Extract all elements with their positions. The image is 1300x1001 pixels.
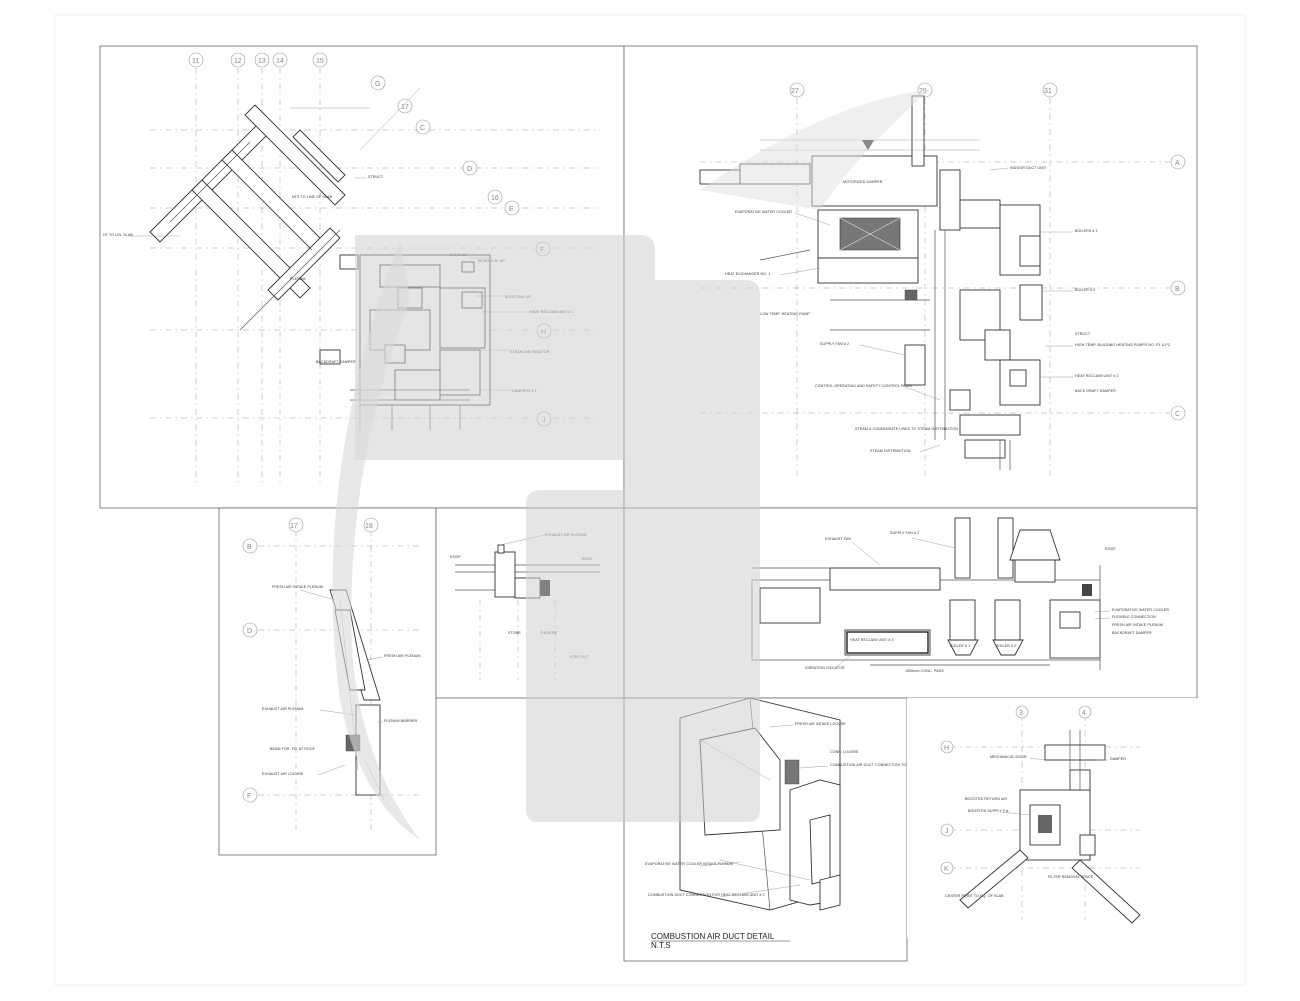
grid-bubble-14: 14 <box>276 58 284 65</box>
note-heat-exchanger-1: HEAT EXCHANGER NO. 1 <box>725 272 770 276</box>
note-mechanical-door: MECHANICAL DOOR <box>990 755 1027 759</box>
grid-bubble-11: 11 <box>192 58 199 65</box>
note-conn-louvre: CONN. LOUVRE <box>830 750 859 754</box>
note-steam-distribution: STEAM DISTRIBUTION <box>870 449 911 453</box>
detail-subtitle: N.T.S <box>651 941 671 950</box>
note-low-temp-pump: LOW TEMP. HEATING PUMP <box>760 312 810 316</box>
note-supply-fan-2-section: SUPPLY FAN # 2 <box>890 531 919 535</box>
note-motorized-damper: MOTORIZED DAMPER <box>843 180 883 184</box>
grid-bubble-27: 27 <box>791 88 799 95</box>
note-combustion-connection: COMBUSTION DUCT CONNECTION FOR HEAT RECL… <box>648 893 765 897</box>
detail-title: COMBUSTION AIR DUCT DETAIL <box>651 932 775 941</box>
note-combustion-duct-louvre: COMBUSTION AIR DUCT CONNECTION TO LOUVRE <box>830 763 923 767</box>
note-struct: STRUCT. <box>368 175 384 179</box>
note-back-draft-damper: BACK DRAFT DAMPER <box>1075 389 1116 393</box>
logo-watermark <box>332 90 930 840</box>
grid-bubble-f-mid: F <box>247 793 251 800</box>
note-filter-removal: FILTER REMOVAL SPACE <box>1048 875 1094 879</box>
note-boiler-2: BOILER # 2 <box>1075 288 1095 292</box>
grid-bubble-a: A <box>1175 160 1180 167</box>
grid-bubble-12: 12 <box>234 58 242 65</box>
grid-bubble-c-right: C <box>1175 411 1180 418</box>
note-backdraft-section: BACKDRAFT DAMPER <box>1112 631 1152 635</box>
note-supply-fan-2: SUPPLY FAN # 2 <box>820 342 849 346</box>
plan-left-grid: 11 12 13 14 15 16 17 C D E F G H <box>150 52 600 485</box>
note-plenum-barrier: PLENUM BARRIER <box>384 719 418 723</box>
note-fresh-air-intake-section: FRESH AIR INTAKE PLENUM <box>1112 623 1163 627</box>
grid-bubble-d: D <box>467 166 472 173</box>
plan-right-panel: 27 29 31 A B C <box>623 45 1198 509</box>
grid-bubble-17: 17 <box>401 104 409 111</box>
note-roof-left: ROOF <box>450 555 461 559</box>
note-evap-cooler-section: EVAPORATIVE WATER COOLER <box>1112 608 1169 612</box>
note-heat-reclaim-2: HEAT RECLAIM UNIT # 2 <box>1075 374 1119 378</box>
grid-bubble-4: 4 <box>1082 710 1086 717</box>
note-boiler-1-section: BOILER # 1 <box>950 644 970 648</box>
grid-bubble-h-enlarged: H <box>944 745 949 752</box>
grid-bubble-16: 16 <box>491 195 499 202</box>
note-damper: DAMPER <box>1110 757 1126 761</box>
grid-bubble-15: 15 <box>316 58 324 65</box>
note-exhaust-air-louvre: EXHAUST AIR LOUVRE <box>262 772 304 776</box>
note-indoor-duct-unit: INDOOR DUCT UNIT <box>1010 166 1047 170</box>
grid-bubble-18-mid: 18 <box>365 523 373 530</box>
note-ht-lin-slab: HT TO LIN. SLAB <box>103 233 133 237</box>
grid-bubble-j-enlarged: J <box>945 828 949 835</box>
note-boosted-supply: BOOSTED SUPPLY F.A. <box>968 809 1010 813</box>
plan-left-ductwork <box>130 87 421 331</box>
grid-bubble-g: G <box>375 81 380 88</box>
note-fresh-air-plenum: FRESH AIR PLENUM <box>384 654 421 658</box>
enlarged-plan-panel: 3 4 H J K MECHANICAL DOOR BOOSTED SUPPLY… <box>907 698 1197 938</box>
note-fresh-air-louvre: FRESH AIR INTAKE LOUVRE <box>795 722 846 726</box>
note-flexible-connection: FLEXIBLE CONNECTION <box>1112 615 1156 619</box>
grid-bubble-k-enlarged: K <box>944 866 949 873</box>
note-steam-lines: STEAM & CONDENSATE LINES TO STEAM DISTRI… <box>855 427 958 431</box>
note-backdraft-damper: BACKDRAFT DAMPER <box>316 360 356 364</box>
grid-bubble-d-mid: D <box>247 628 252 635</box>
note-evap-intake-plenum: EVAPORATIVE WATER COOLER INTAKE PLENUM <box>645 862 733 866</box>
note-roof-section: ROOF <box>1105 547 1116 551</box>
grid-bubble-e: E <box>509 206 514 213</box>
grid-bubble-3: 3 <box>1019 710 1023 717</box>
note-vibration-isolator: VIBRATION ISOLATOR <box>805 666 845 670</box>
grid-bubble-13: 13 <box>258 58 266 65</box>
note-plenum: PLENUM <box>290 277 306 281</box>
note-struct-right: STRUCT. <box>1075 332 1091 336</box>
grid-bubble-c: C <box>420 125 425 132</box>
plan-right-notes: MOTORIZED DAMPER INDOOR DUCT UNIT EVAPOR… <box>725 166 1170 453</box>
note-beam-roof: BEAM FOR. FD. AT ROOF <box>270 747 316 751</box>
grid-bubble-b: B <box>1175 286 1180 293</box>
note-boiler-2-section: BOILER # 2 <box>996 644 1016 648</box>
note-boosted-return: BOOSTED RETURN AIR <box>965 797 1007 801</box>
note-high-temp-pumps: HIGH TEMP. BUILDING HEATING PUMPS NO. P1… <box>1075 343 1170 347</box>
note-store: STORE <box>508 631 521 635</box>
grid-bubble-b-mid: B <box>247 544 252 551</box>
note-fresh-air-intake-plenum: FRESH AIR INTAKE PLENUM <box>272 585 323 589</box>
note-heat-reclaim-2-section: HEAT RECLAIM UNIT # 2 <box>850 638 894 642</box>
grid-bubble-17-mid: 17 <box>290 523 298 530</box>
note-exhaust-fan: EXHAUST FAN <box>825 537 851 541</box>
note-control-panel: CONTROL OPERATING AND SAFETY CONTROL PAN… <box>815 384 913 388</box>
note-nts-line-slab: NTS TO LINE OF SLAB <box>292 195 333 199</box>
note-conc-pads: 1500mm CONC. PADS <box>905 669 944 673</box>
note-boilers-1: BOILERS # 1 <box>1075 229 1098 233</box>
grid-bubble-31: 31 <box>1044 88 1052 95</box>
note-center-point: CENTER POINT TO EQ. OF SLAB <box>945 894 1004 898</box>
note-evaporative-cooler: EVAPORATIVE WATER COOLER <box>735 210 792 214</box>
note-exhaust-air-plenum: EXHAUST AIR PLENUM <box>262 707 303 711</box>
section-mid-left-panel: 17 18 B D F FRESH AIR INTAKE PLENUM FRES… <box>218 507 437 856</box>
